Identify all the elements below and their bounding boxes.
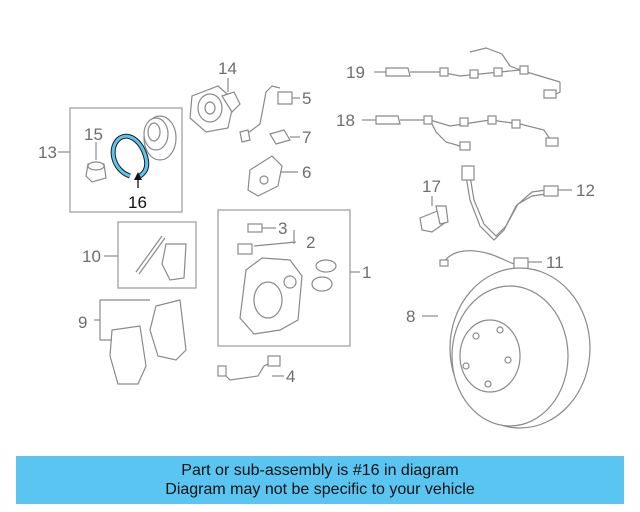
part-15-nut	[85, 142, 107, 183]
callout-12: 12	[576, 181, 595, 200]
caliper-body	[239, 257, 337, 335]
part-9-brake-pads	[94, 299, 187, 385]
part-14-wheel-hub	[189, 78, 241, 133]
group-box-10	[117, 221, 197, 289]
part-17-abs-sensor	[419, 196, 449, 233]
callout-19: 19	[346, 63, 365, 82]
part-2-3-bleeders	[237, 223, 297, 255]
group-box-1	[217, 209, 351, 347]
part-8-brake-rotor	[422, 267, 591, 429]
part-7-bolt	[269, 129, 300, 145]
callout-18: 18	[336, 111, 355, 130]
part-16-circlip	[110, 133, 150, 188]
callout-15: 15	[84, 125, 103, 144]
callout-6: 6	[302, 163, 311, 182]
callout-5: 5	[302, 89, 311, 108]
callout-9: 9	[78, 313, 87, 332]
callout-8: 8	[406, 307, 415, 326]
callout-16: 16	[128, 193, 147, 212]
part-12-brake-hose	[461, 165, 572, 241]
callout-11: 11	[546, 253, 564, 272]
wheel-bearing	[143, 115, 177, 161]
part-18-sensor-harness	[362, 115, 559, 151]
callout-13: 13	[38, 143, 57, 162]
callout-1: 1	[362, 263, 371, 282]
callout-14: 14	[218, 59, 237, 78]
banner-line-1: Part or sub-assembly is #16 in diagram	[181, 462, 459, 479]
part-10-pad-hardware	[135, 235, 187, 281]
callout-2: 2	[306, 233, 315, 252]
part-4-brake-line	[217, 355, 284, 381]
parts-diagram: 13 15 16 14 5 7	[38, 47, 595, 429]
part-info-banner: Part or sub-assembly is #16 in diagram D…	[16, 456, 624, 504]
callout-3: 3	[278, 219, 287, 238]
callout-17: 17	[422, 177, 441, 196]
callout-7: 7	[302, 128, 311, 147]
part-6-bracket	[247, 155, 298, 197]
part-5-brake-line	[239, 85, 300, 143]
callout-10: 10	[82, 247, 101, 266]
callout-4: 4	[286, 367, 295, 386]
group-box-13	[69, 107, 183, 213]
part-11-wear-sensor	[439, 250, 542, 271]
banner-line-2: Diagram may not be specific to your vehi…	[165, 481, 475, 498]
part-19-sensor-harness	[374, 47, 561, 99]
